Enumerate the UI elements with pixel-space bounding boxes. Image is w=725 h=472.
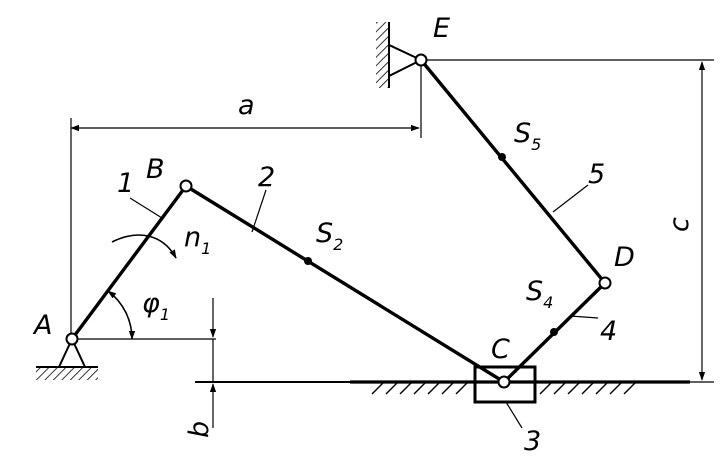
link-1 [70, 184, 188, 341]
label-link-2: 2 [258, 162, 275, 193]
link-2 [184, 184, 506, 384]
label-dim-a: a [238, 90, 255, 121]
label-s4: S4 [526, 276, 553, 312]
joint-d [598, 276, 612, 290]
ground-support-a [36, 336, 98, 380]
label-s5: S5 [514, 118, 541, 154]
slider-block-3 [473, 365, 537, 404]
link-5 [419, 58, 607, 285]
joint-a [65, 332, 79, 346]
centre-s5 [498, 153, 506, 161]
links [70, 58, 607, 384]
label-point-d: D [614, 242, 635, 273]
slider-guide [195, 380, 690, 395]
label-link-4: 4 [600, 316, 617, 347]
leader-lines [129, 184, 599, 429]
joints [65, 53, 612, 389]
label-point-e: E [433, 13, 450, 44]
label-point-a: A [32, 310, 52, 341]
label-link-5: 5 [588, 159, 605, 190]
centre-s4 [550, 328, 558, 336]
label-point-b: B [146, 154, 165, 185]
label-phi1: φ1 [142, 288, 170, 324]
label-n1: n1 [184, 222, 211, 258]
label-point-c: C [491, 334, 510, 365]
angle-arc-icon [107, 290, 136, 340]
label-s2: S2 [316, 218, 343, 254]
rotation-arrow-icon [111, 234, 177, 259]
label-dim-b: b [184, 421, 215, 438]
centre-s2 [304, 257, 312, 265]
mass-centres [304, 153, 558, 336]
dimension-lines [70, 59, 714, 428]
label-link-1: 1 [117, 168, 134, 199]
label-link-3: 3 [524, 426, 541, 457]
wall-support-e [376, 22, 424, 88]
label-dim-c: c [664, 217, 695, 232]
joint-c [497, 375, 511, 389]
joint-e [414, 53, 428, 67]
joint-b [179, 179, 193, 193]
